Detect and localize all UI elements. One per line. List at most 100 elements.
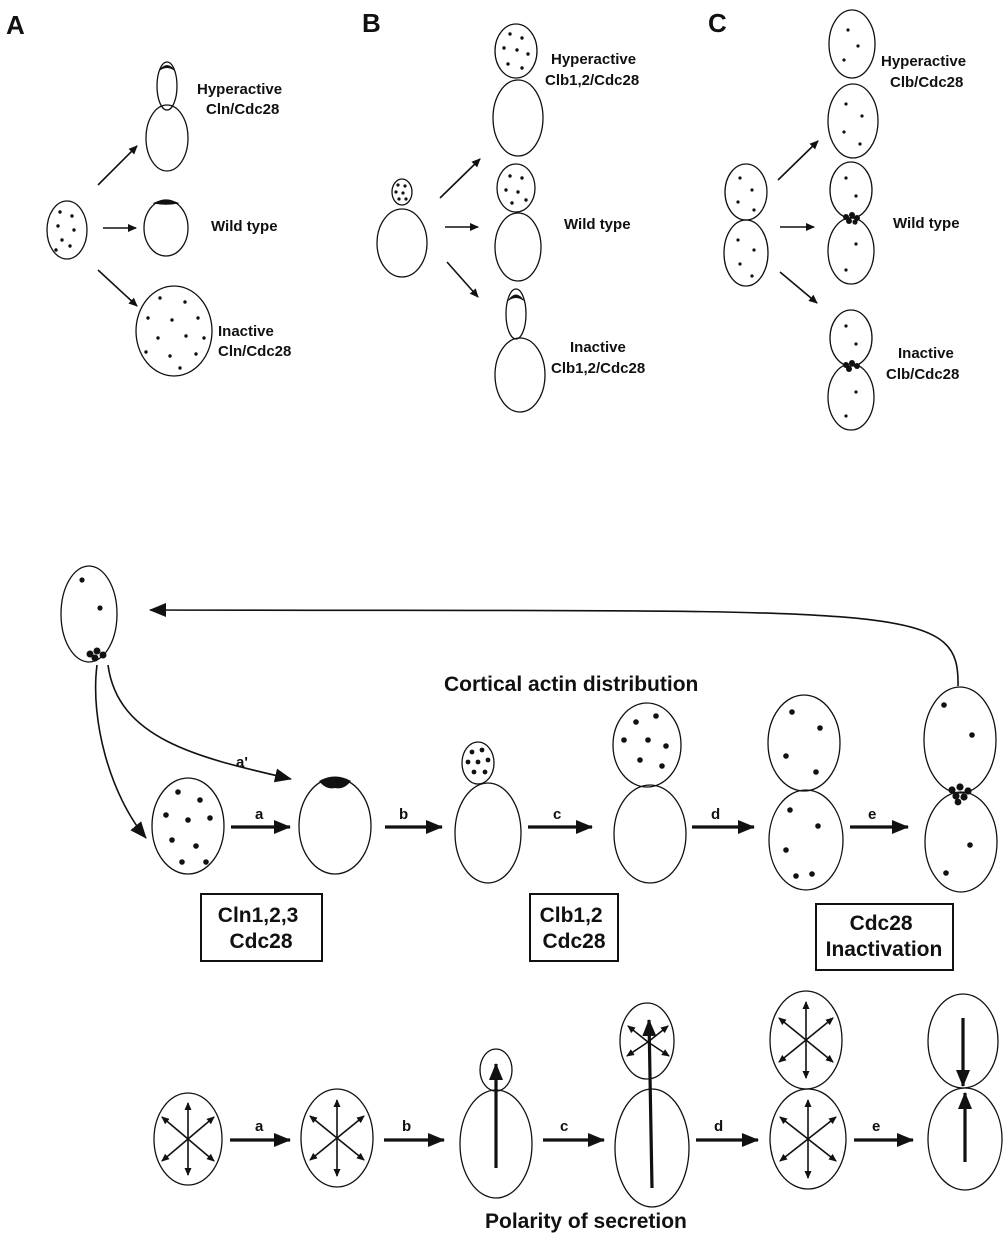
step-label-b: b (399, 806, 408, 823)
septin-ring (86, 647, 107, 662)
panel-a: A Hyperactive Cln/Cdc28 Wild type (6, 10, 291, 377)
panel-a-letter: A (6, 10, 25, 40)
septin-ring (843, 212, 860, 225)
panel-c-start-mother (723, 219, 769, 287)
polarized-arrow (642, 1019, 657, 1189)
box-cdc28-inactivation (815, 903, 954, 971)
panel-b-inactive-bud (505, 288, 527, 340)
actin-cell-mother (924, 791, 998, 893)
box-clb-cdc28-text: Clb1,2 Cdc28 (540, 904, 609, 953)
isotropic-arrows (626, 1025, 670, 1057)
panel-c-start-bud (724, 163, 768, 221)
panel-c-wt-mother (827, 217, 875, 285)
panel-a-wt-cell (143, 199, 189, 257)
panel-b-wt-bud (496, 163, 536, 213)
actin-cell-mother (613, 784, 687, 884)
actin-dots (465, 747, 491, 775)
panel-b-inactive-mother (494, 337, 546, 413)
actin-patch (152, 199, 180, 205)
cell-cycle-diagram: a' Cortical actin distribution a b c (60, 565, 1003, 1233)
secretion-cell-isotropic (300, 1088, 374, 1188)
actin-dots (842, 28, 864, 146)
actin-cell-mother (454, 782, 522, 884)
step-label-c: c (560, 1118, 568, 1135)
panel-c-wt-bud (829, 161, 873, 219)
isotropic-arrows (161, 1102, 215, 1176)
actin-dots (79, 577, 103, 611)
arrow-to-hyperactive (97, 145, 138, 186)
arrow-to-hyperactive (439, 158, 481, 199)
panel-c-wt-label: Wild type (893, 215, 960, 232)
return-arrow (149, 603, 959, 687)
arrow-to-unbudded (94, 664, 147, 839)
panel-c-inactive-bud (829, 309, 873, 367)
box-cdc28-inactivation-text: Cdc28 Inactivation (826, 912, 943, 961)
panel-c-hyper-bud (828, 9, 876, 79)
actin-cap (319, 776, 351, 789)
actin-dots (736, 176, 756, 278)
box-cln-cdc28-text: Cln1,2,3 Cdc28 (218, 904, 304, 953)
panel-c-inactive-mother (827, 363, 875, 431)
step-label-d: d (711, 806, 720, 823)
panel-b-start-bud (391, 178, 413, 206)
arrow-a-prime (107, 664, 292, 783)
arrow-to-inactive (446, 261, 479, 298)
panel-c-hyper-label: Hyperactive Clb/Cdc28 (881, 53, 970, 91)
arrow-to-inactive (779, 271, 818, 304)
actin-cell-cap (298, 777, 372, 875)
panel-c-inactive-label: Inactive Clb/Cdc28 (886, 345, 959, 383)
secretion-cell-mother (769, 1088, 847, 1190)
panel-a-start-cell (46, 200, 88, 260)
panel-a-hyper-bud (156, 61, 178, 111)
step-label-e: e (872, 1118, 880, 1135)
g1-cell (60, 565, 118, 663)
actin-dots (941, 702, 975, 876)
panel-b: B Hyperactive Clb1,2/Cdc28 Wild (362, 8, 645, 413)
actin-dots (844, 176, 858, 272)
actin-cap (158, 65, 176, 72)
secretion-cell-mother (927, 1087, 1003, 1191)
step-label-a: a (255, 806, 264, 823)
step-label-c: c (553, 806, 561, 823)
actin-dots (844, 324, 858, 418)
box-clb-cdc28 (529, 893, 619, 962)
panel-c-hyper-mother (827, 83, 879, 159)
box-cln-cdc28 (200, 893, 323, 962)
actin-dots (502, 32, 530, 70)
septin-ring (843, 360, 860, 372)
step-label-b: b (402, 1118, 411, 1135)
actin-cap (507, 294, 525, 302)
panel-b-letter: B (362, 8, 381, 38)
actin-cell-small-bud (461, 741, 495, 785)
panel-b-hyper-label: Hyperactive Clb1,2/Cdc28 (545, 51, 640, 89)
panel-b-hyper-bud (494, 23, 538, 79)
panel-a-hyper-label: Hyperactive Cln/Cdc28 (197, 81, 286, 118)
panel-a-inactive-label: Inactive Cln/Cdc28 (218, 323, 291, 360)
actin-dots (163, 789, 213, 865)
actin-dots (54, 210, 76, 252)
panel-a-inactive-cell (135, 285, 213, 377)
step-label-a: a (255, 1118, 264, 1135)
actin-cell-bud (923, 686, 997, 794)
isotropic-arrows (778, 1001, 834, 1079)
actin-cell-bud (767, 694, 841, 792)
panel-c-letter: C (708, 8, 727, 38)
actin-dots (504, 174, 528, 205)
actin-cell-mother (768, 789, 844, 891)
actin-cell-unbudded (151, 777, 225, 875)
actin-dots (394, 183, 408, 201)
panel-b-inactive-label: Inactive Clb1,2/Cdc28 (551, 339, 645, 377)
actin-dots (621, 713, 669, 769)
actin-dots (783, 709, 823, 879)
arrow-to-inactive (97, 269, 138, 307)
panel-b-wt-mother (494, 212, 542, 282)
secretion-cell-isotropic (153, 1092, 223, 1186)
actin-dots (144, 296, 206, 370)
isotropic-arrows (309, 1099, 365, 1177)
step-label-e: e (868, 806, 876, 823)
actin-title: Cortical actin distribution (444, 673, 698, 696)
panel-c: C Hyperactive Clb/Cdc28 (708, 8, 970, 431)
panel-a-hyper-mother (145, 104, 189, 172)
secretion-cell-large-bud (619, 1002, 675, 1080)
